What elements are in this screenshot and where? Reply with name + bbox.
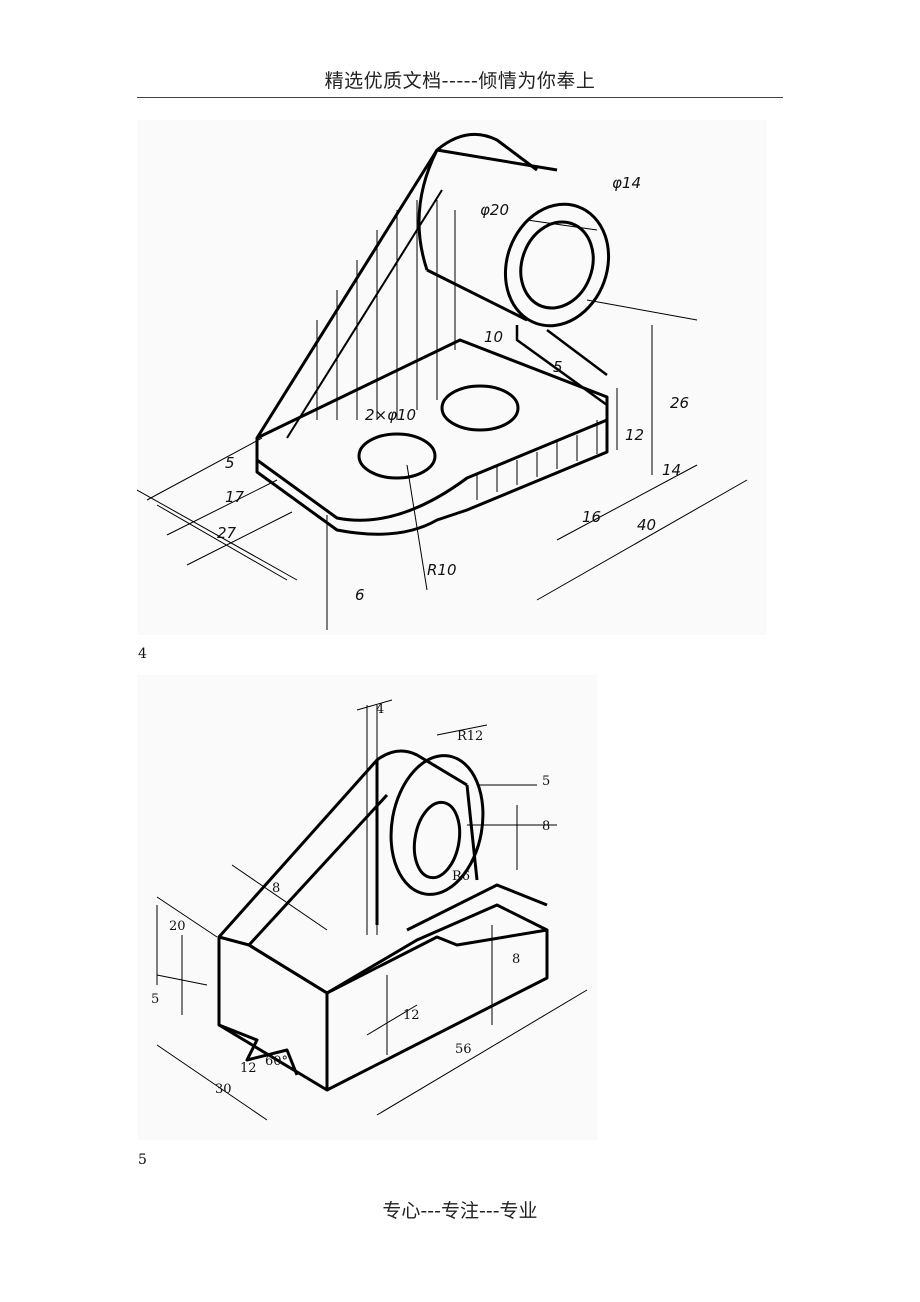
dovetail [218,1023,299,1076]
page-header-title: 精选优质文档-----倾情为你奉上 [324,70,596,92]
figure-4-drawing: φ14 φ20 10 5 2×φ10 26 12 14 40 16 R10 6 … [137,120,767,635]
page-footer-text: 专心---专注---专业 [382,1200,538,1222]
dim-12: 12 [625,426,644,444]
dim-26: 26 [670,394,689,412]
rib-outline [217,749,468,947]
figure-4-number: 4 [138,646,147,662]
figure-5-drawing: 4 R12 5 8 R6 8 20 5 8 12 56 12 60° 30 [137,675,597,1140]
web [515,325,608,407]
dim-5-top: 5 [553,358,563,376]
hole-back [440,384,520,432]
dim-60-angle: 60° [265,1054,288,1069]
dim-phi14: φ14 [612,174,641,192]
dim-5-left: 5 [151,992,159,1007]
header-divider [137,97,783,98]
step [406,883,548,932]
dim-8-right: 8 [542,819,550,834]
front-hatching [476,420,598,500]
base-top-face [255,338,609,522]
dim-12: 12 [403,1008,420,1023]
dim-56: 56 [455,1042,472,1057]
dim-r6: R6 [452,869,470,884]
dim-12-bottom: 12 [240,1061,257,1076]
hole-front [357,432,437,480]
base-top-edge [248,928,548,1090]
cylinder-inner-bore [519,220,595,310]
dim-6: 6 [355,586,365,604]
upright-slot [412,800,462,880]
dim-holes: 2×φ10 [365,406,416,424]
cylinder-outer-circle [503,202,611,328]
dim-4: 4 [376,702,384,717]
dim-27: 27 [217,524,237,542]
figure-5-number: 5 [138,1152,147,1168]
dim-30: 30 [215,1082,232,1097]
dim-17: 17 [225,488,245,506]
dim-14: 14 [662,461,681,479]
dim-8-diag: 8 [272,881,280,896]
dim-40: 40 [637,516,656,534]
dim-20: 20 [169,919,186,934]
upright-end-outer [389,754,485,896]
cylinder-body [417,148,558,322]
dim-5: 5 [542,774,550,789]
dim-8-step: 8 [512,952,520,967]
base-front-edge [255,397,609,536]
rib-inner [286,189,443,439]
dim-10: 10 [484,328,503,346]
dim-5-left: 5 [225,454,235,472]
dim-phi20: φ20 [480,201,509,219]
rib-hatching [316,200,456,420]
dim-16: 16 [582,508,601,526]
dim-r12: R12 [457,729,483,744]
dim-r10: R10 [427,561,457,579]
